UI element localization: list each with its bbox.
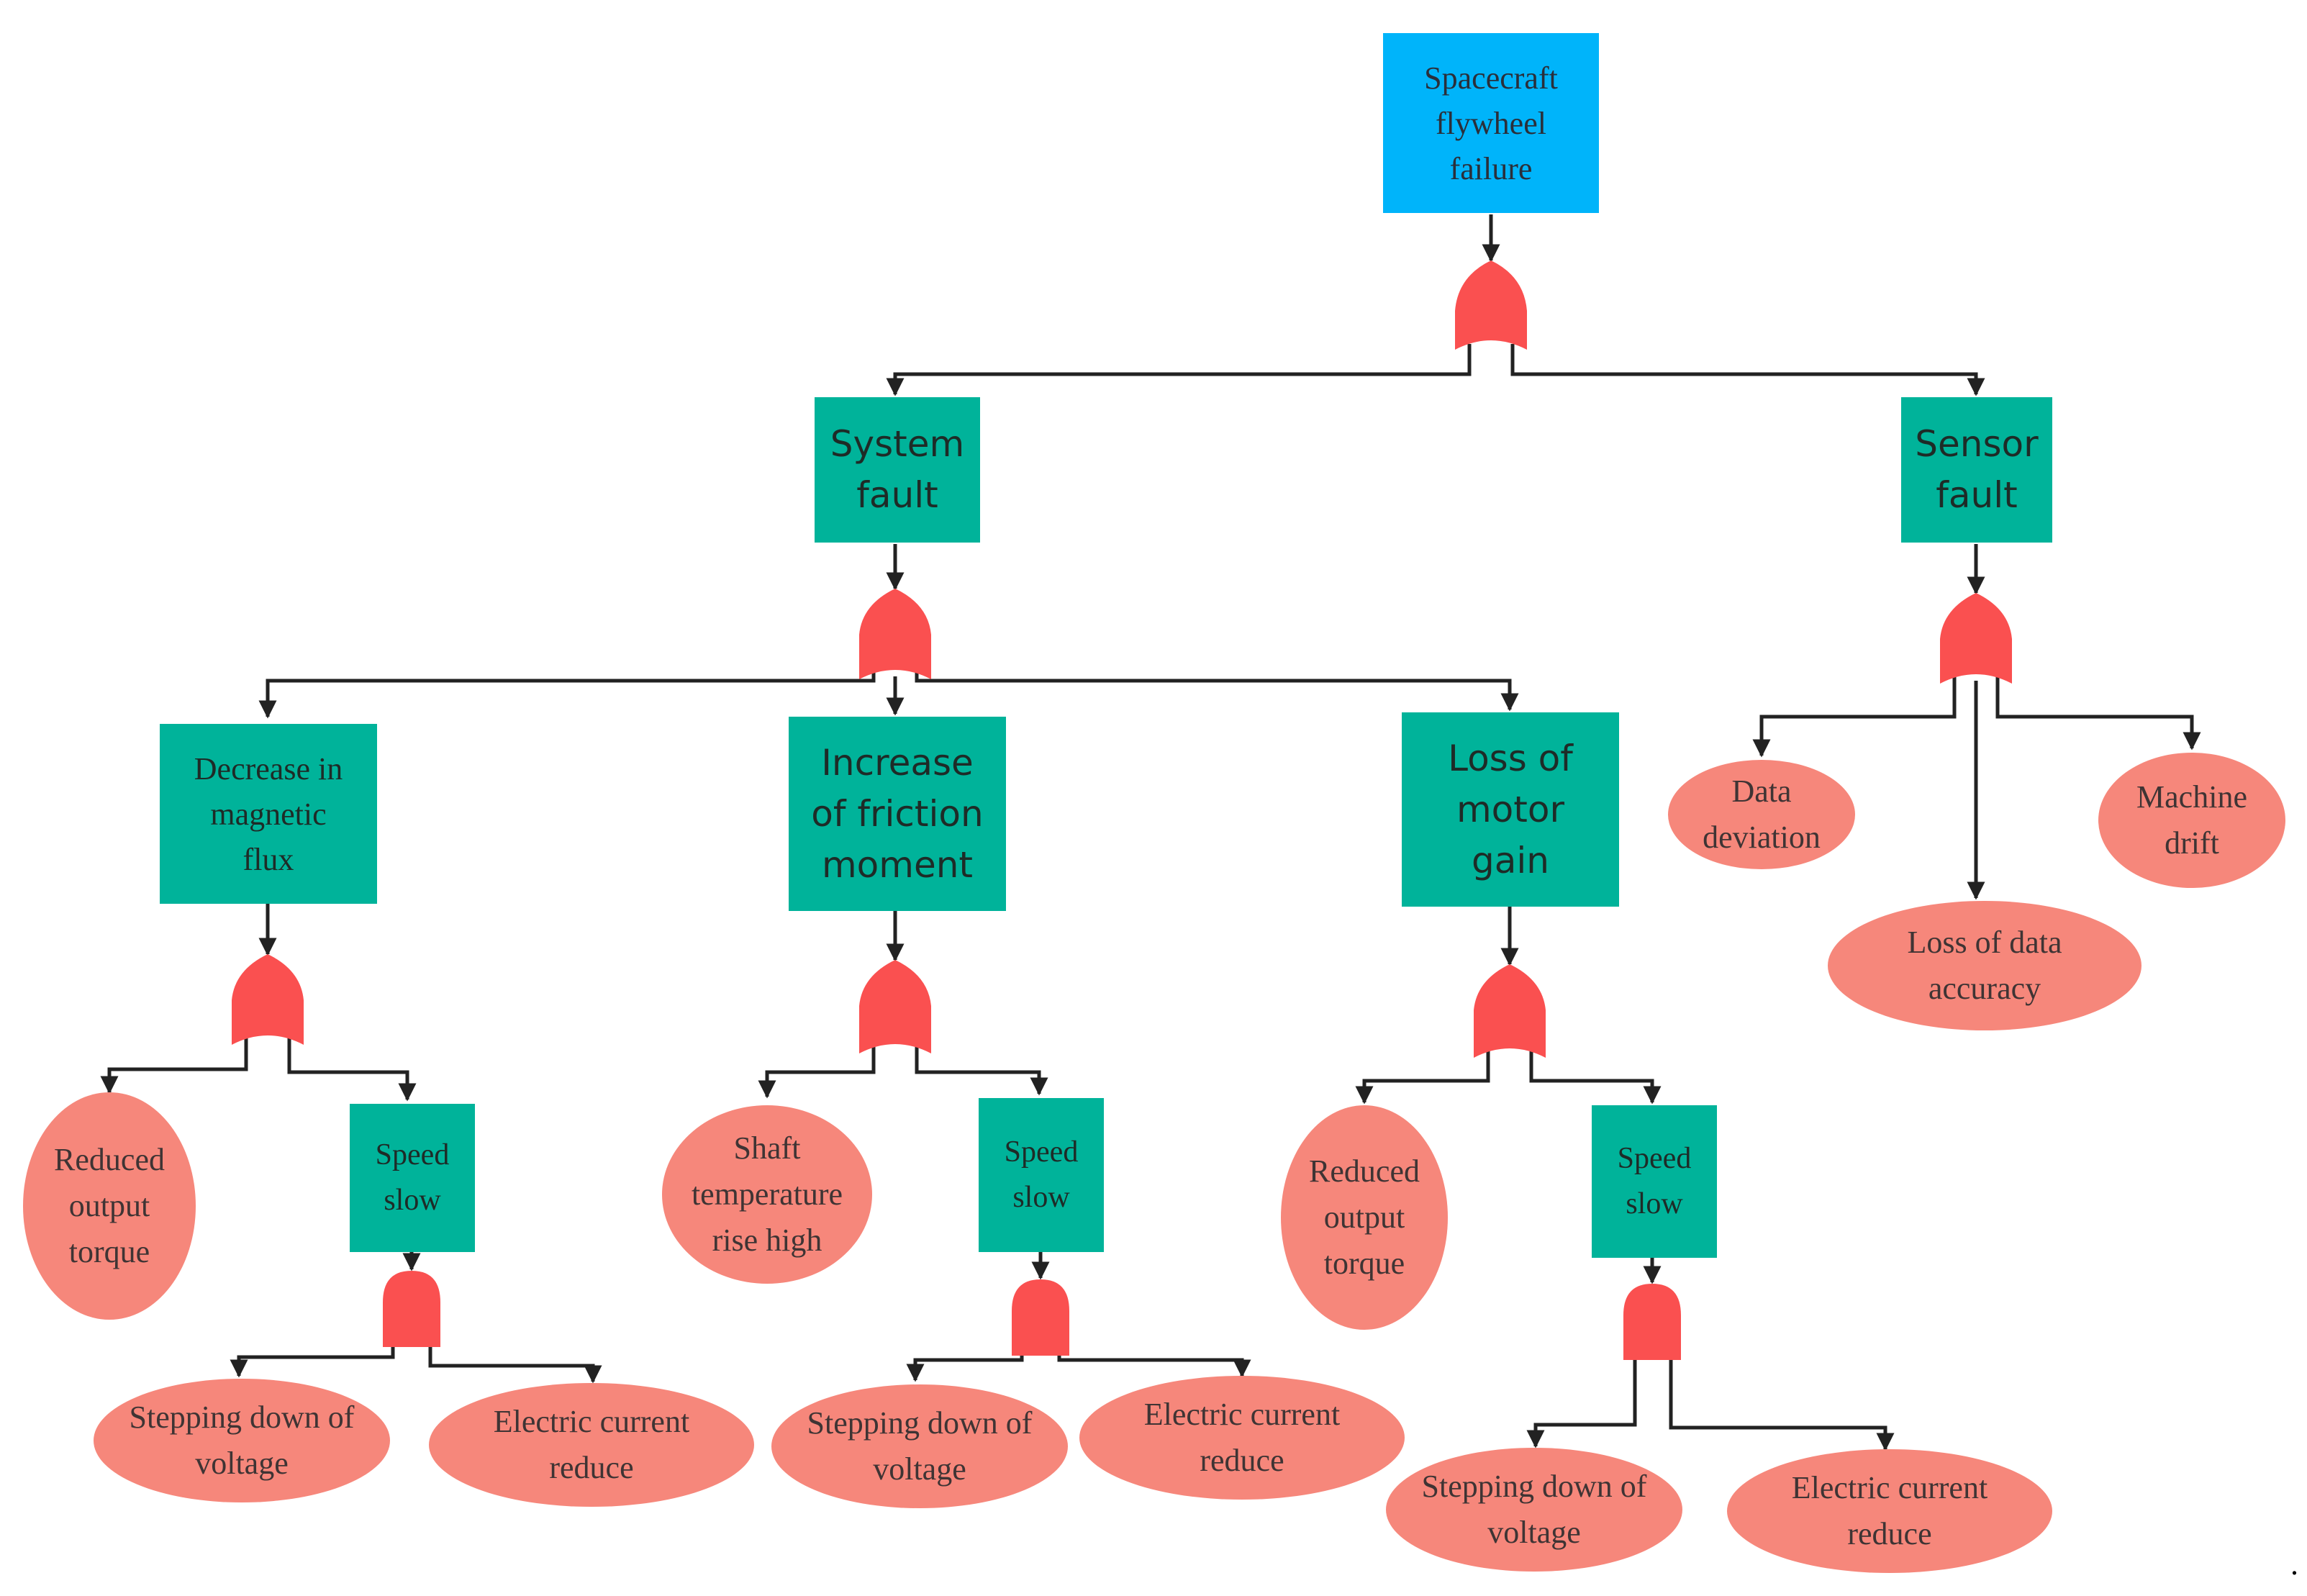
connector	[100, 1035, 248, 1094]
and-gate-icon	[383, 1271, 440, 1347]
connector	[428, 1344, 602, 1384]
speed-slow-box-1	[350, 1104, 475, 1252]
decrease-magnetic-flux-box	[160, 724, 377, 904]
connector	[1752, 674, 1957, 758]
reduced-torque-ellipse-1	[23, 1092, 196, 1320]
or-gate-icon	[1455, 260, 1527, 350]
connector	[1995, 674, 2201, 751]
connector	[886, 344, 1472, 396]
connector	[906, 1353, 1024, 1382]
connector	[758, 1043, 876, 1099]
stepping-voltage-ellipse-3	[1386, 1448, 1682, 1572]
or-gate-icon	[232, 954, 304, 1045]
connector	[1529, 1048, 1662, 1105]
connector	[915, 669, 1519, 712]
current-reduce-ellipse-3	[1727, 1449, 2052, 1573]
top-event-box	[1383, 33, 1599, 213]
connector	[230, 1344, 395, 1378]
speed-slow-box-3	[1592, 1105, 1717, 1258]
or-gate-icon	[1474, 964, 1546, 1058]
current-reduce-ellipse-2	[1079, 1376, 1405, 1500]
connector	[1355, 1048, 1490, 1105]
connector	[915, 1043, 1048, 1096]
trailing-period: .	[2290, 1546, 2298, 1582]
reduced-torque-ellipse-2	[1281, 1105, 1448, 1330]
connector	[1526, 1357, 1637, 1448]
loss-data-accuracy-ellipse	[1828, 901, 2141, 1030]
increase-friction-moment-box	[789, 717, 1006, 911]
or-gate-icon	[859, 589, 931, 679]
loss-motor-gain-box	[1402, 712, 1619, 907]
or-gate-icon	[859, 960, 931, 1053]
connector	[1510, 344, 1985, 396]
machine-drift-ellipse	[2098, 753, 2285, 888]
system-fault-box	[815, 397, 980, 543]
and-gate-icon	[1623, 1284, 1681, 1360]
connector	[258, 669, 876, 719]
connector	[1057, 1353, 1251, 1378]
stepping-voltage-ellipse-1	[94, 1379, 390, 1502]
stepping-voltage-ellipse-2	[771, 1384, 1068, 1508]
connector	[287, 1035, 417, 1102]
connectors	[100, 214, 2201, 1451]
or-gate-icon	[1940, 593, 2012, 684]
connector	[1669, 1357, 1895, 1451]
basic-events	[23, 753, 2285, 1573]
and-gate-icon	[1012, 1279, 1069, 1356]
data-deviation-ellipse	[1668, 760, 1855, 869]
sensor-fault-box	[1901, 397, 2052, 543]
gates	[232, 260, 2012, 1360]
current-reduce-ellipse-1	[429, 1383, 754, 1507]
intermediate-events	[160, 397, 2052, 1258]
shaft-temperature-ellipse	[662, 1105, 872, 1284]
speed-slow-box-2	[979, 1098, 1104, 1252]
